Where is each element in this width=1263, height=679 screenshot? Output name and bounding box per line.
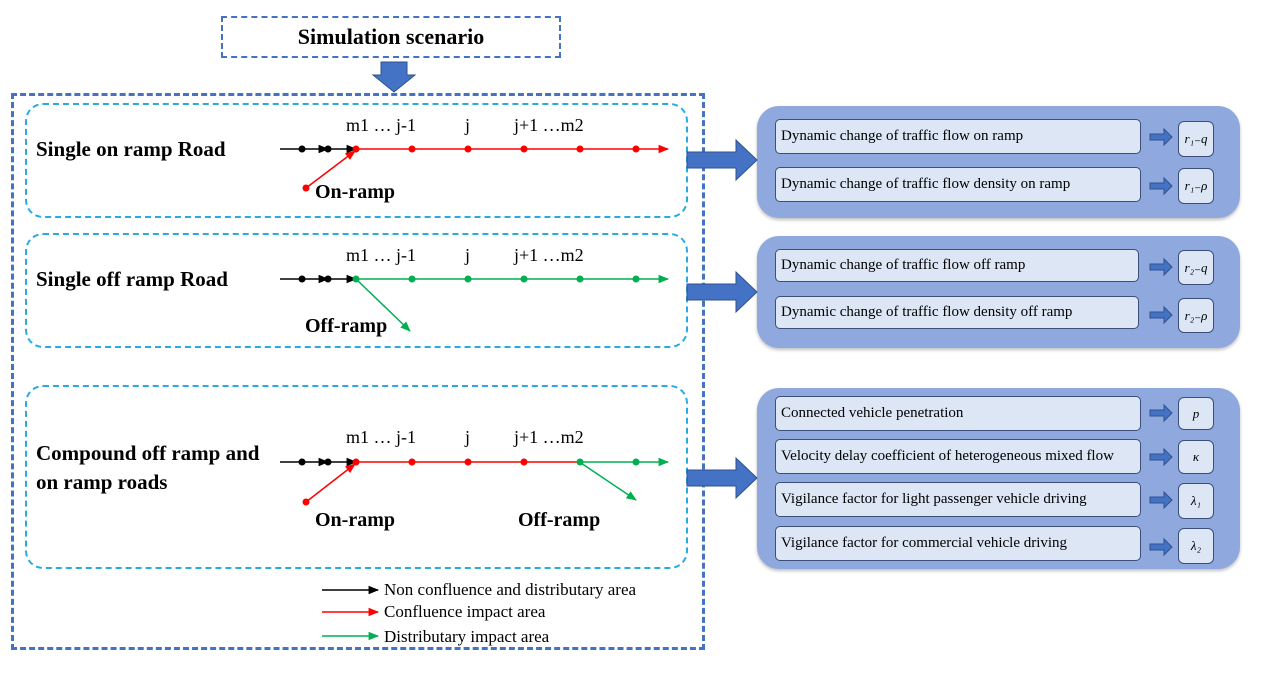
small-arrow-7 [1149, 490, 1173, 510]
node-label-jp: j+1 …m2 [514, 427, 584, 447]
legend-item-label: Confluence impact area [384, 602, 546, 621]
symbol-box: r₂₋ρ [1178, 298, 1214, 333]
small-arrow-1 [1149, 127, 1173, 147]
node-label-jp: j+1 …m2 [514, 115, 584, 135]
small-arrow-2 [1149, 176, 1173, 196]
factor-box: Vigilance factor for light passenger veh… [775, 482, 1141, 517]
symbol-box: r₂₋q [1178, 250, 1214, 285]
road-on-ramp [280, 144, 670, 192]
on-ramp-label: On-ramp [315, 181, 395, 203]
small-arrow-5 [1149, 403, 1173, 423]
factor-box: Dynamic change of traffic flow density o… [775, 167, 1141, 202]
diagram-title: Simulation scenario [297, 24, 485, 49]
node-label-m1: m1 … j-1 [346, 115, 416, 135]
node-label-jp: j+1 …m2 [514, 245, 584, 265]
title-box: Simulation scenario [221, 16, 561, 58]
factor-box: Dynamic change of traffic flow on ramp [775, 119, 1141, 154]
symbol-box: λ₂ [1178, 528, 1214, 564]
legend-item-label: Non confluence and distributary area [384, 580, 637, 599]
block-arrow-1 [686, 138, 758, 182]
small-arrow-6 [1149, 447, 1173, 467]
legend-item-label: Distributary impact area [384, 627, 550, 646]
symbol-box: κ [1178, 440, 1214, 474]
small-arrow-8 [1149, 537, 1173, 557]
road-off-ramp [280, 274, 670, 332]
outer-frame [11, 93, 705, 650]
node-label-m1: m1 … j-1 [346, 427, 416, 447]
block-arrow-2 [686, 270, 758, 314]
small-arrow-4 [1149, 305, 1173, 325]
factor-box: Connected vehicle penetration [775, 396, 1141, 431]
node-label-m1: m1 … j-1 [346, 245, 416, 265]
small-arrow-3 [1149, 257, 1173, 277]
node-label-j: j [465, 115, 471, 135]
scenario-label-compound: Compound off ramp and on ramp roads [36, 441, 260, 494]
scenario-label-on-ramp: Single on ramp Road [36, 137, 226, 161]
factor-box: Dynamic change of traffic flow off ramp [775, 249, 1139, 282]
factor-box: Vigilance factor for commercial vehicle … [775, 526, 1141, 561]
node-label-j: j [465, 427, 471, 447]
symbol-box: r₁₋q [1178, 121, 1214, 157]
symbol-box: p [1178, 397, 1214, 430]
symbol-box: λ₁ [1178, 483, 1214, 519]
compound-on-ramp-label: On-ramp [315, 509, 395, 531]
symbol-box: r₁₋ρ [1178, 168, 1214, 204]
off-ramp-label: Off-ramp [305, 315, 388, 337]
factor-box: Velocity delay coefficient of heterogene… [775, 439, 1141, 474]
compound-off-ramp-label: Off-ramp [518, 509, 601, 531]
title-down-arrow [371, 61, 417, 93]
node-label-j: j [465, 245, 471, 265]
scenario-label-off-ramp: Single off ramp Road [36, 267, 228, 291]
factor-box: Dynamic change of traffic flow density o… [775, 296, 1139, 329]
road-compound [280, 457, 670, 506]
block-arrow-3 [686, 456, 758, 500]
